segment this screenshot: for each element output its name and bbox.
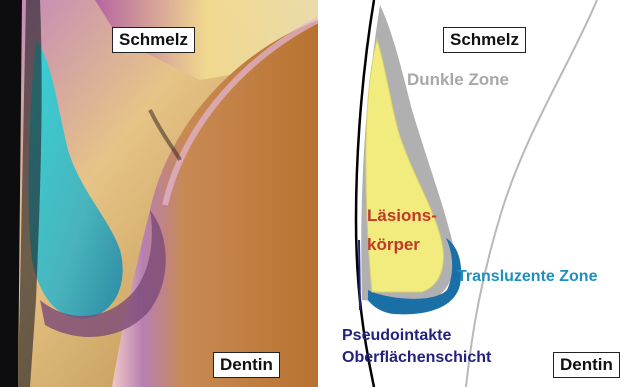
micrograph-image [0,0,318,387]
dentin-label-right: Dentin [553,352,620,378]
surface-layer-label-line1: Pseudointakte [342,327,451,345]
surface-layer-label-line2: Oberflächenschicht [342,349,491,367]
lesion-body-label-line1: Läsions- [367,206,437,226]
lesion-body-label-line2: körper [367,235,420,255]
enamel-label-right: Schmelz [443,27,526,53]
schematic-panel: Schmelz Dentin Dunkle Zone Läsions- körp… [322,0,635,387]
enamel-label-left: Schmelz [112,27,195,53]
dark-zone-label: Dunkle Zone [407,70,509,90]
surface-layer-line [359,240,360,310]
dentin-label-left: Dentin [213,352,280,378]
translucent-zone-label: Transluzente Zone [457,268,597,286]
micrograph-panel: Schmelz Dentin [0,0,318,387]
dentin-enamel-junction-line [466,0,597,387]
